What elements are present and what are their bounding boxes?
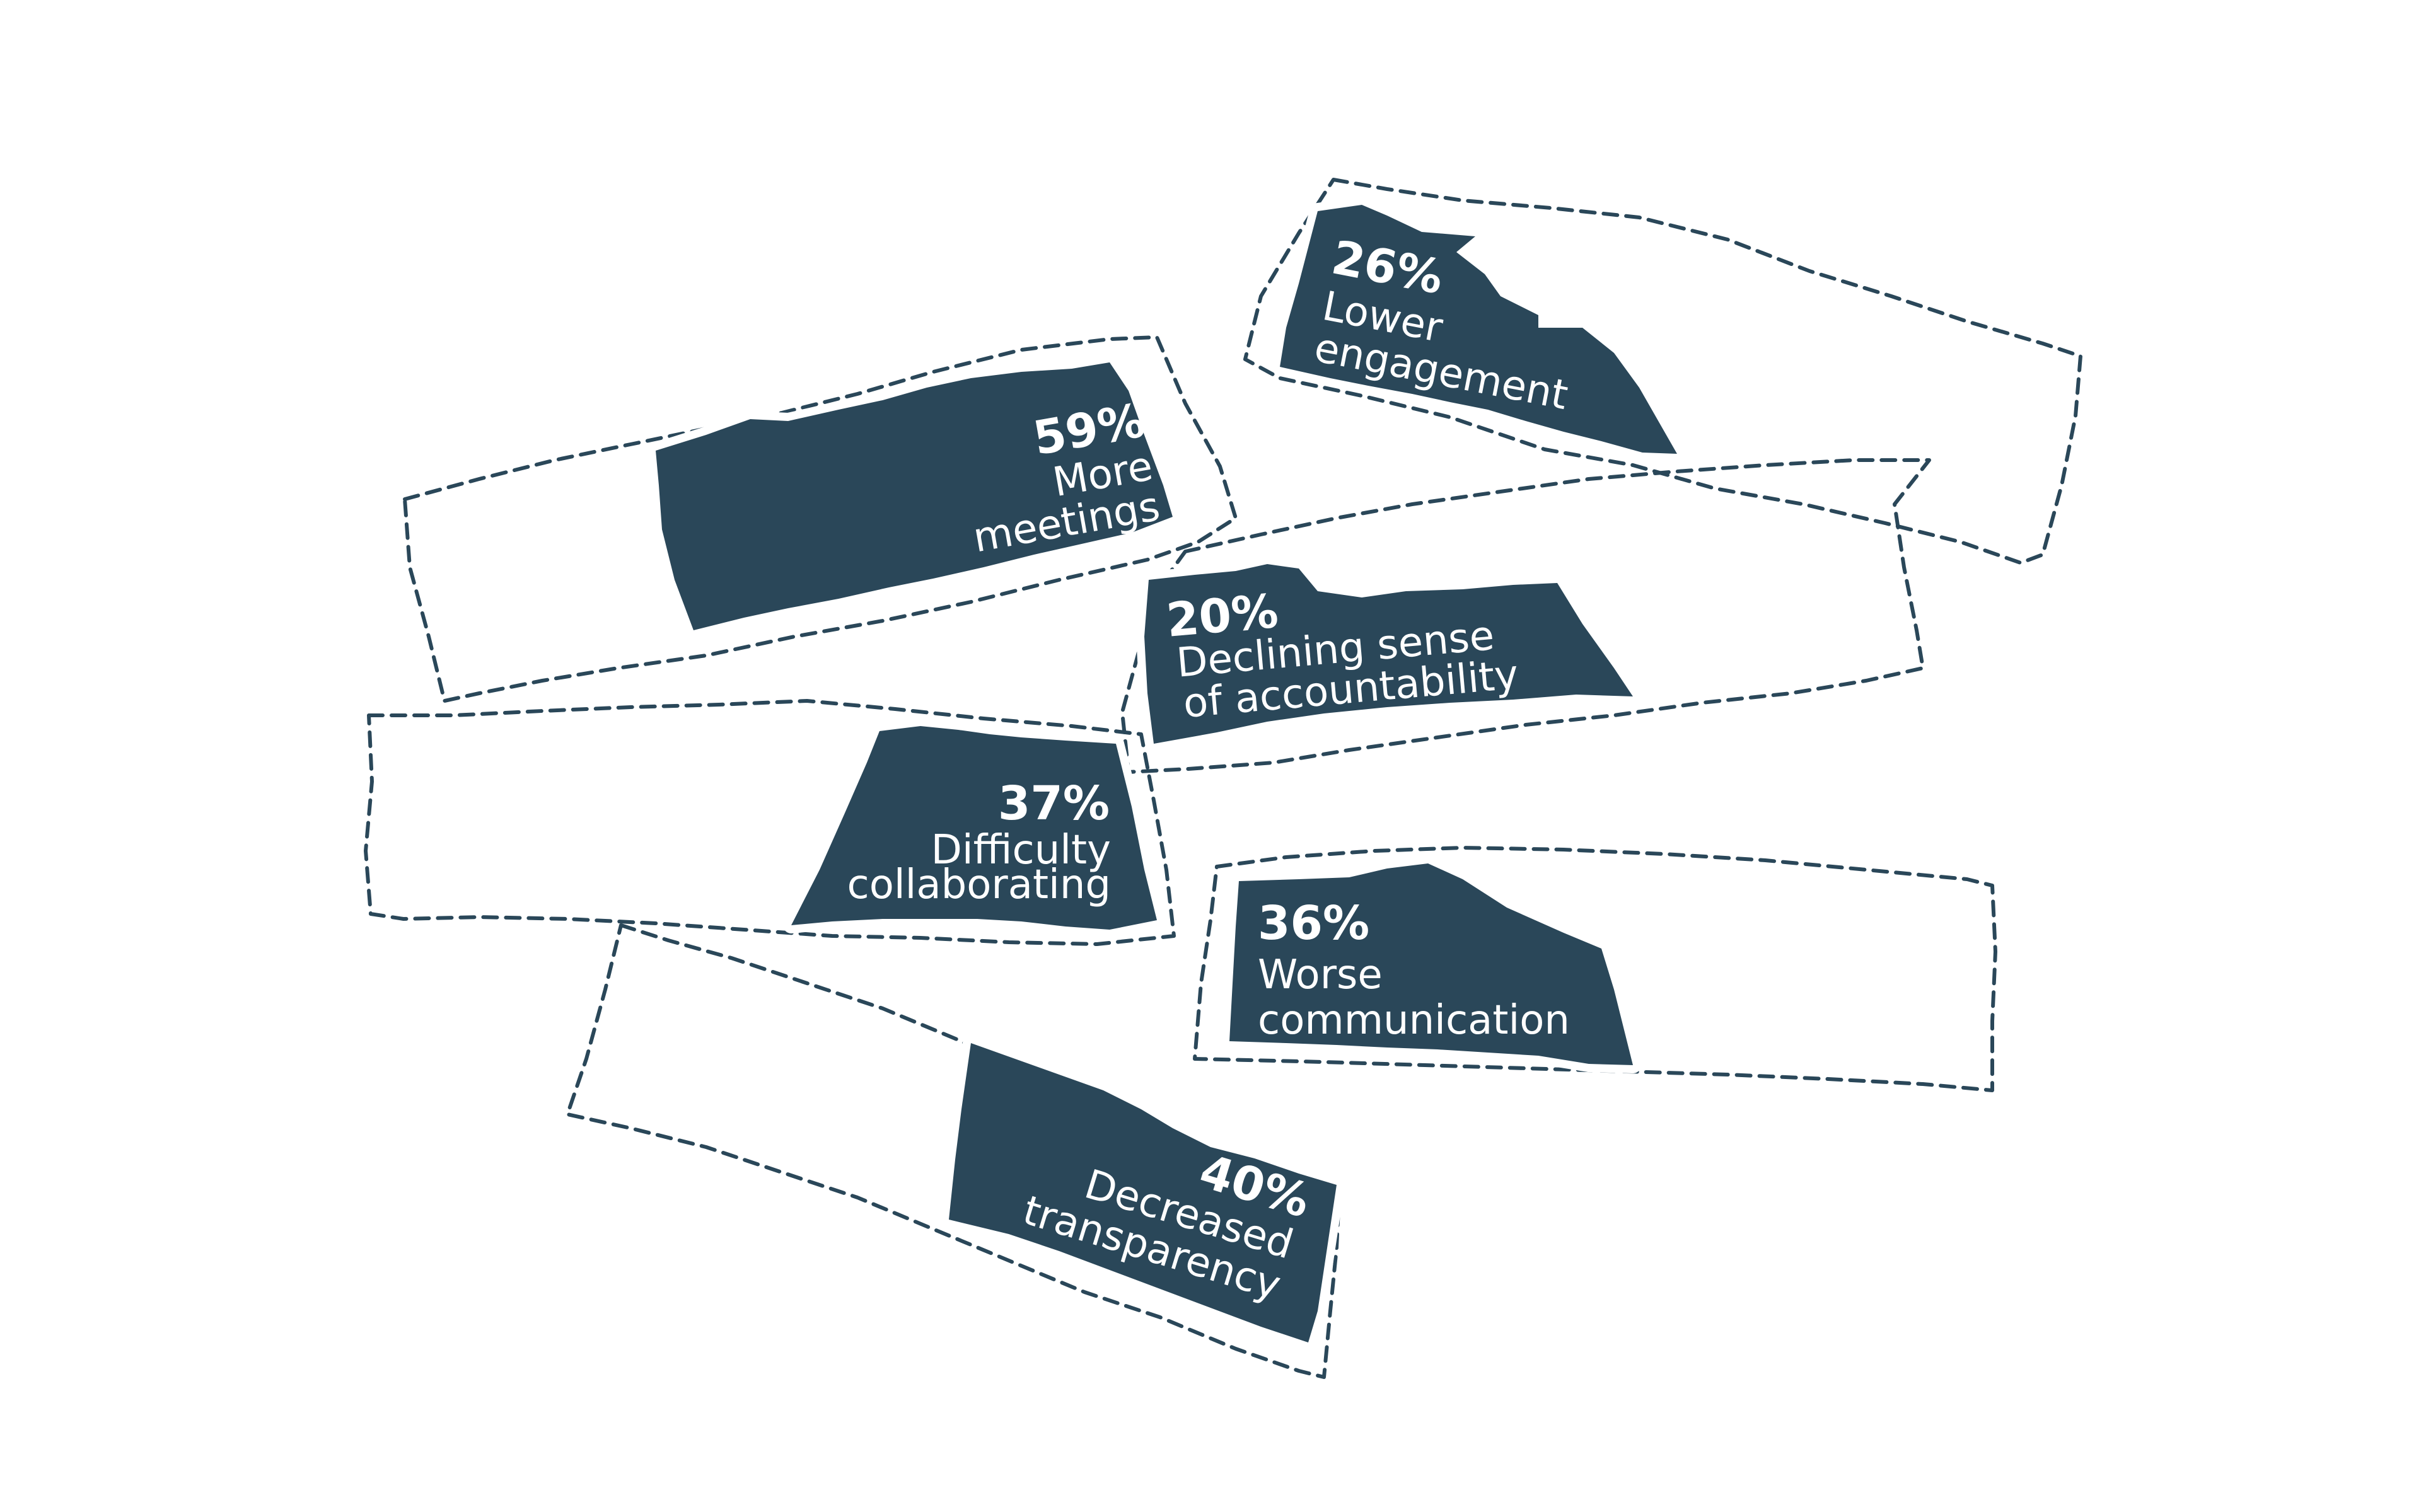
patch-meetings xyxy=(647,354,1181,638)
strip-outline-communication xyxy=(1193,846,1997,1092)
stat-collaborating-label-line-1: Difficulty xyxy=(931,827,1111,874)
patch-collaborating xyxy=(783,718,1165,938)
stat-collaborating-label-line-2: collaborating xyxy=(847,862,1112,908)
torn-patches xyxy=(647,197,1685,1351)
strip-outline-engagement xyxy=(1243,178,2082,565)
stat-communication-percent: 36% xyxy=(1258,896,1369,950)
stat-collaborating: 37% Difficulty collaborating xyxy=(847,776,1112,908)
patch-engagement xyxy=(1272,197,1685,462)
strip-outline-transparency xyxy=(566,923,1342,1379)
patch-communication xyxy=(1221,855,1641,1073)
patch-accountability xyxy=(1136,556,1641,752)
patch-transparency xyxy=(941,1035,1345,1351)
strip-outline-accountability xyxy=(1120,458,1931,774)
stat-communication-label-line-1: Worse xyxy=(1258,952,1383,998)
stat-communication-label-line-2: communication xyxy=(1258,997,1570,1044)
strip-outline-collaborating xyxy=(364,699,1176,946)
stat-collaborating-percent: 37% xyxy=(998,776,1110,831)
stat-accountability-percent: 20% xyxy=(1164,584,1280,648)
stat-communication: 36% Worse communication xyxy=(1258,896,1570,1044)
